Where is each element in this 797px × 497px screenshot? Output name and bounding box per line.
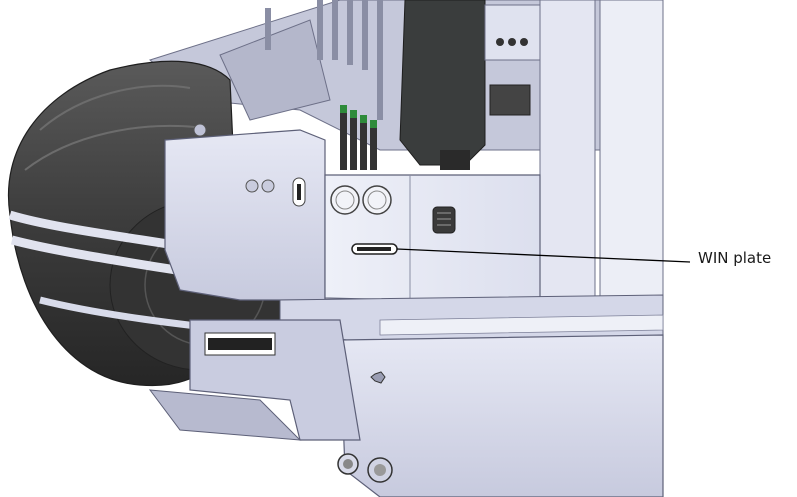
center-pillar: [539, 0, 596, 301]
bolt-icon: [370, 371, 386, 384]
stern-block: [164, 123, 326, 301]
transom-panel: [324, 174, 541, 301]
gauge-left: [330, 185, 360, 215]
gauge-right: [362, 185, 392, 215]
cable-bundle: [340, 105, 377, 170]
callout-leader-line: [396, 248, 691, 263]
callout-label-win-plate: WIN plate: [698, 249, 772, 267]
vent-grille-icon: [432, 206, 456, 234]
rail-posts: [265, 0, 383, 120]
lower-hull: [148, 319, 664, 497]
console-panel: [484, 4, 541, 116]
swim-platform: [279, 294, 664, 346]
